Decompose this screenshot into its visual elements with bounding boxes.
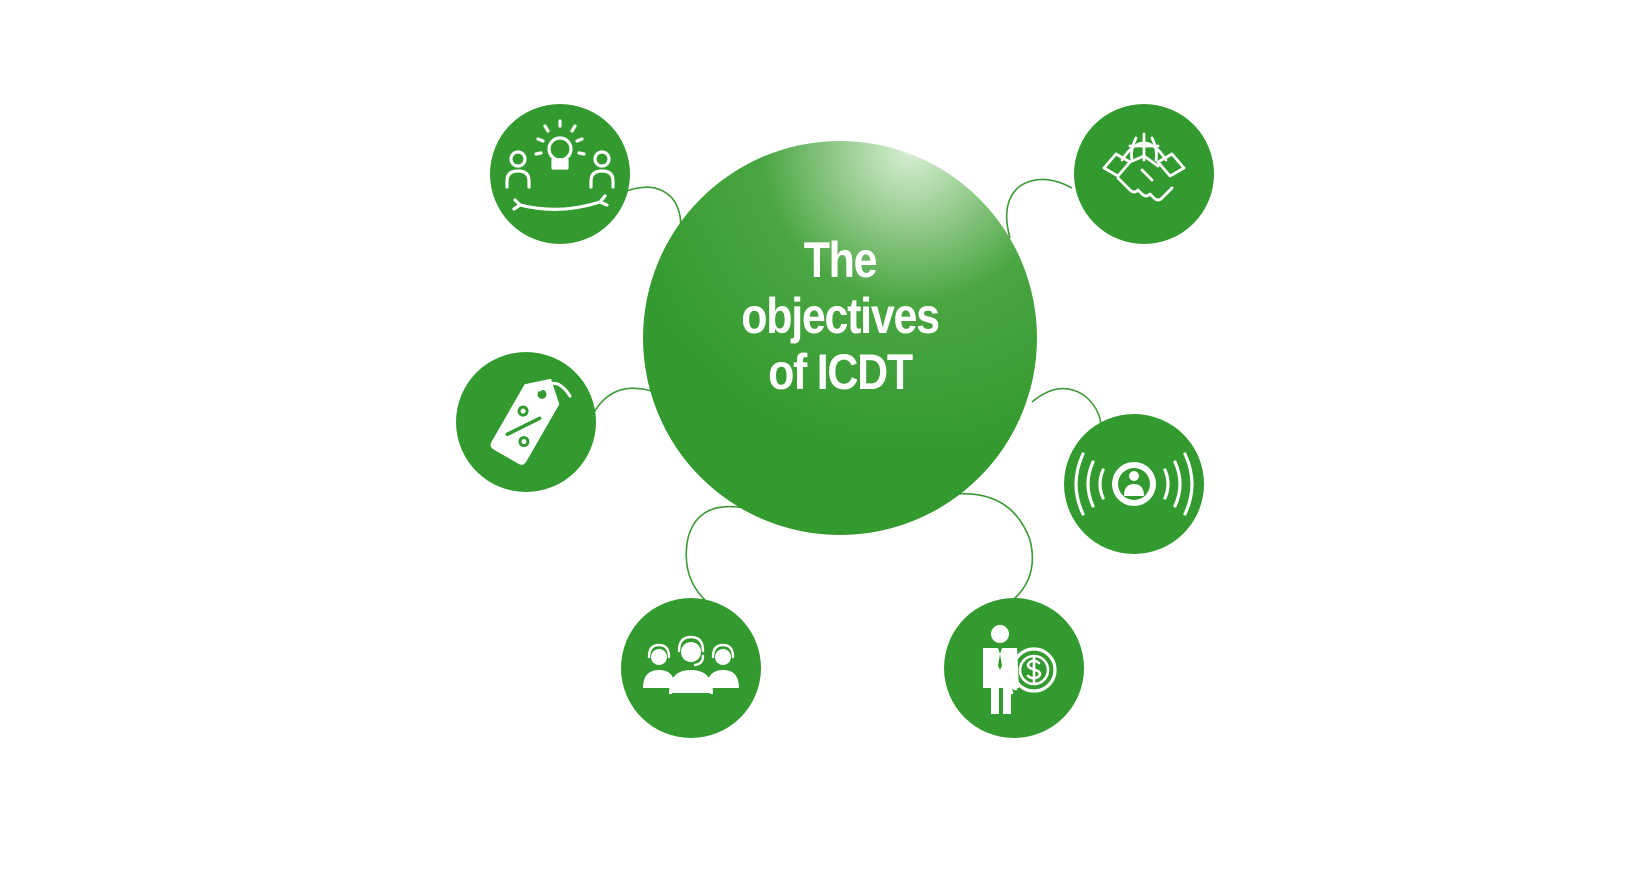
connectors xyxy=(591,178,1103,605)
node-circle xyxy=(621,598,761,738)
node-investment[interactable] xyxy=(944,598,1084,738)
connector-discount xyxy=(591,387,656,417)
node-circle xyxy=(490,104,630,244)
people-idea-exchange-icon xyxy=(505,119,615,211)
connector-customer-support xyxy=(685,505,746,604)
node-broadcast[interactable] xyxy=(1064,414,1204,554)
node-collaboration[interactable] xyxy=(490,104,630,244)
center-circle xyxy=(643,141,1037,535)
person-broadcast-icon xyxy=(1074,452,1194,516)
node-discount[interactable] xyxy=(456,352,596,492)
connector-broadcast xyxy=(1031,387,1103,431)
connector-collaboration xyxy=(623,186,682,233)
price-tag-percent-icon xyxy=(490,378,572,465)
headset-team-icon xyxy=(643,635,739,695)
node-circle xyxy=(1074,104,1214,244)
businessman-dollar-icon xyxy=(983,625,1057,714)
node-global-partnership[interactable] xyxy=(1074,104,1214,244)
node-customer-support[interactable] xyxy=(621,598,761,738)
globe-handshake-icon xyxy=(1102,132,1186,202)
connector-investment xyxy=(954,492,1034,605)
connector-global-partnership xyxy=(1005,178,1073,239)
